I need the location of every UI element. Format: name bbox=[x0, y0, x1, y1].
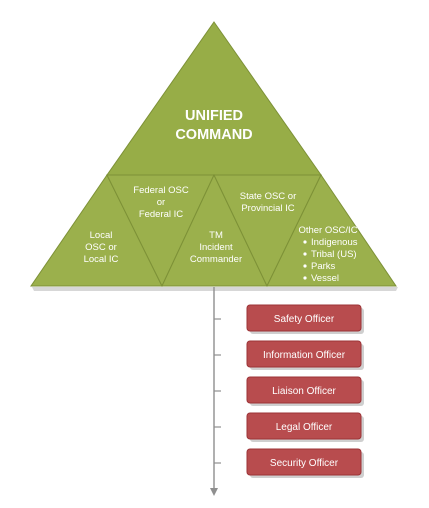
information-officer-label: Information Officer bbox=[263, 350, 346, 361]
officer-box-bg bbox=[246, 340, 362, 368]
unified-command-triangle bbox=[106, 21, 322, 176]
state-label-line1: State OSC or bbox=[240, 191, 297, 202]
tm-label-line1: TM bbox=[209, 230, 223, 241]
security-officer-box: Security Officer bbox=[246, 448, 364, 478]
down-arrow-icon bbox=[210, 488, 218, 496]
unified-command-label-line2: COMMAND bbox=[175, 127, 252, 143]
bullet-dot bbox=[303, 276, 307, 280]
local-label-line1: Local bbox=[90, 230, 113, 241]
federal-label-line1: Federal OSC bbox=[133, 185, 189, 196]
officer-box-bg bbox=[246, 304, 362, 332]
safety-officer-box: Safety Officer bbox=[246, 304, 364, 334]
other-bullet-tribal: Tribal (US) bbox=[311, 249, 357, 260]
legal-officer-box: Legal Officer bbox=[246, 412, 364, 442]
officer-box-bg bbox=[246, 448, 362, 476]
other-bullet-vessel: Vessel bbox=[311, 273, 339, 284]
unified-command-label-line1: UNIFIED bbox=[185, 108, 243, 124]
bullet-dot bbox=[303, 252, 307, 256]
local-label-line3: Local IC bbox=[84, 254, 119, 265]
officer-box-bg bbox=[246, 412, 362, 440]
pyramid-shadow bbox=[32, 287, 398, 291]
other-bullet-parks: Parks bbox=[311, 261, 336, 272]
safety-officer-label: Safety Officer bbox=[274, 314, 335, 325]
tm-label-line2: Incident bbox=[199, 242, 233, 253]
local-label-line2: OSC or bbox=[85, 242, 117, 253]
other-label-title: Other OSC/IC bbox=[298, 225, 357, 236]
state-label-line2: Provincial IC bbox=[241, 203, 294, 214]
legal-officer-label: Legal Officer bbox=[276, 422, 333, 433]
bullet-dot bbox=[303, 240, 307, 244]
other-triangle bbox=[266, 174, 397, 287]
tm-label-line3: Commander bbox=[190, 254, 242, 265]
security-officer-label: Security Officer bbox=[270, 458, 339, 469]
bullet-dot bbox=[303, 264, 307, 268]
other-bullet-indigenous: Indigenous bbox=[311, 237, 358, 248]
information-officer-box: Information Officer bbox=[246, 340, 364, 370]
federal-label-line2: or bbox=[157, 197, 165, 208]
liaison-officer-label: Liaison Officer bbox=[272, 386, 336, 397]
officer-box-bg bbox=[246, 376, 362, 404]
liaison-officer-box: Liaison Officer bbox=[246, 376, 364, 406]
federal-label-line3: Federal IC bbox=[139, 209, 183, 220]
